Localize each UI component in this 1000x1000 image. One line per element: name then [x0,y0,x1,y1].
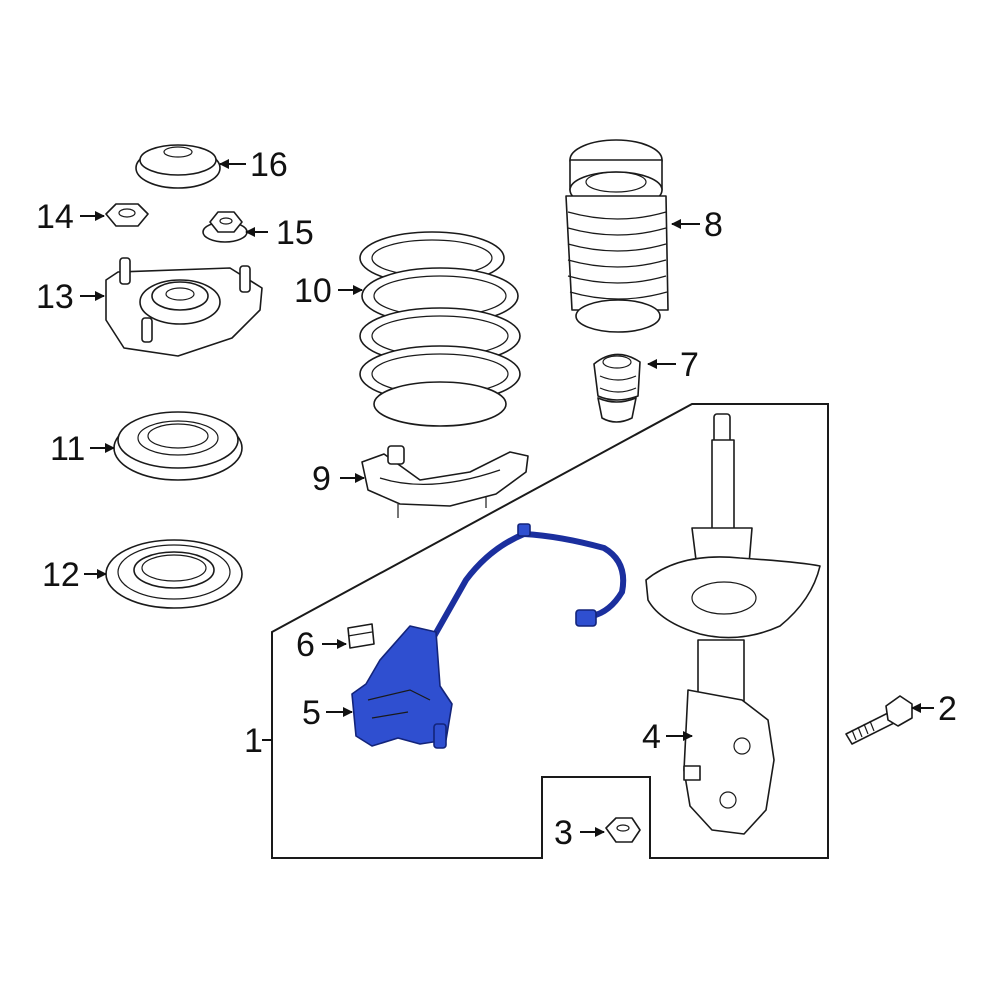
flange-nut-part [202,211,248,243]
callout-16: 16 [250,146,288,184]
callout-10: 10 [294,272,332,310]
dust-boot-part [565,139,669,333]
callout-15: 15 [276,214,314,252]
callout-12: 12 [42,556,80,594]
callout-arrows [80,159,934,837]
callout-14: 14 [36,198,74,236]
callout-7: 7 [680,346,699,384]
strut-part [645,413,821,835]
jounce-bumper-part [593,353,641,423]
callout-5: 5 [302,694,321,732]
flange-nut-small-part [605,817,641,843]
callout-9: 9 [312,460,331,498]
callout-13: 13 [36,278,74,316]
clip-part [347,623,375,649]
lower-spring-seat-part [361,445,529,518]
callout-11: 11 [50,430,85,468]
spring-seat-part [113,411,243,481]
callout-6: 6 [296,626,315,664]
callout-2: 2 [938,690,957,728]
coil-spring-part [359,231,521,427]
callout-3: 3 [554,814,573,852]
callout-8: 8 [704,206,723,244]
callout-1: 1 [244,722,263,760]
hex-nut-part [105,203,149,227]
sensor-bracket-part [351,523,627,749]
dust-cap-part [135,144,221,189]
callout-4: 4 [642,718,661,756]
bolt-part [845,695,913,745]
bearing-washer-part [105,539,243,609]
strut-mount-part [105,257,263,357]
